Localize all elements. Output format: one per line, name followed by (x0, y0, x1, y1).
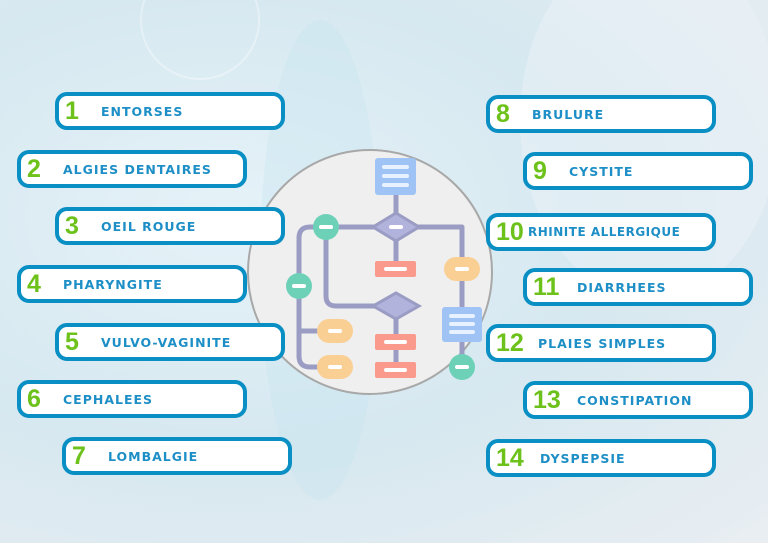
item-label: DYSPEPSIE (540, 450, 626, 466)
item-lombalgie: 7 LOMBALGIE (62, 437, 292, 475)
item-label: CONSTIPATION (577, 392, 693, 408)
item-number: 12 (496, 328, 524, 357)
item-label: OEIL ROUGE (101, 218, 197, 234)
item-label: PLAIES SIMPLES (538, 335, 667, 351)
item-cephalees: 6 CEPHALEES (17, 380, 247, 418)
item-brulure: 8 BRULURE (486, 95, 716, 133)
item-constipation: 13 CONSTIPATION (523, 381, 753, 419)
item-label: ENTORSES (101, 103, 184, 119)
item-number: 10 (496, 217, 524, 246)
item-label: LOMBALGIE (108, 448, 199, 464)
item-number: 2 (27, 154, 41, 183)
item-label: CYSTITE (569, 163, 634, 179)
item-number: 1 (65, 96, 79, 125)
item-vulvo-vaginite: 5 VULVO-VAGINITE (55, 323, 285, 361)
item-number: 3 (65, 211, 79, 240)
item-number: 7 (72, 441, 86, 470)
item-number: 6 (27, 384, 41, 413)
item-label: BRULURE (532, 106, 605, 122)
item-rhinite-allergique: 10 RHINITE ALLERGIQUE (486, 213, 716, 251)
item-number: 11 (533, 272, 560, 301)
item-pharyngite: 4 PHARYNGITE (17, 265, 247, 303)
item-number: 8 (496, 99, 510, 128)
item-label: CEPHALEES (63, 391, 154, 407)
item-oeil-rouge: 3 OEIL ROUGE (55, 207, 285, 245)
item-number: 5 (65, 327, 79, 356)
item-plaies-simples: 12 PLAIES SIMPLES (486, 324, 716, 362)
item-number: 14 (496, 443, 524, 472)
item-label: ALGIES DENTAIRES (63, 161, 212, 177)
item-algies-dentaires: 2 ALGIES DENTAIRES (17, 150, 247, 188)
item-label: DIARRHEES (577, 279, 667, 295)
item-label: PHARYNGITE (63, 276, 163, 292)
item-number: 9 (533, 156, 547, 185)
item-number: 13 (533, 385, 561, 414)
item-label: RHINITE ALLERGIQUE (528, 225, 681, 239)
item-label: VULVO-VAGINITE (101, 334, 232, 350)
item-cystite: 9 CYSTITE (523, 152, 753, 190)
item-number: 4 (27, 269, 41, 298)
item-diarrhees: 11 DIARRHEES (523, 268, 753, 306)
item-dyspepsie: 14 DYSPEPSIE (486, 439, 716, 477)
item-entorses: 1 ENTORSES (55, 92, 285, 130)
